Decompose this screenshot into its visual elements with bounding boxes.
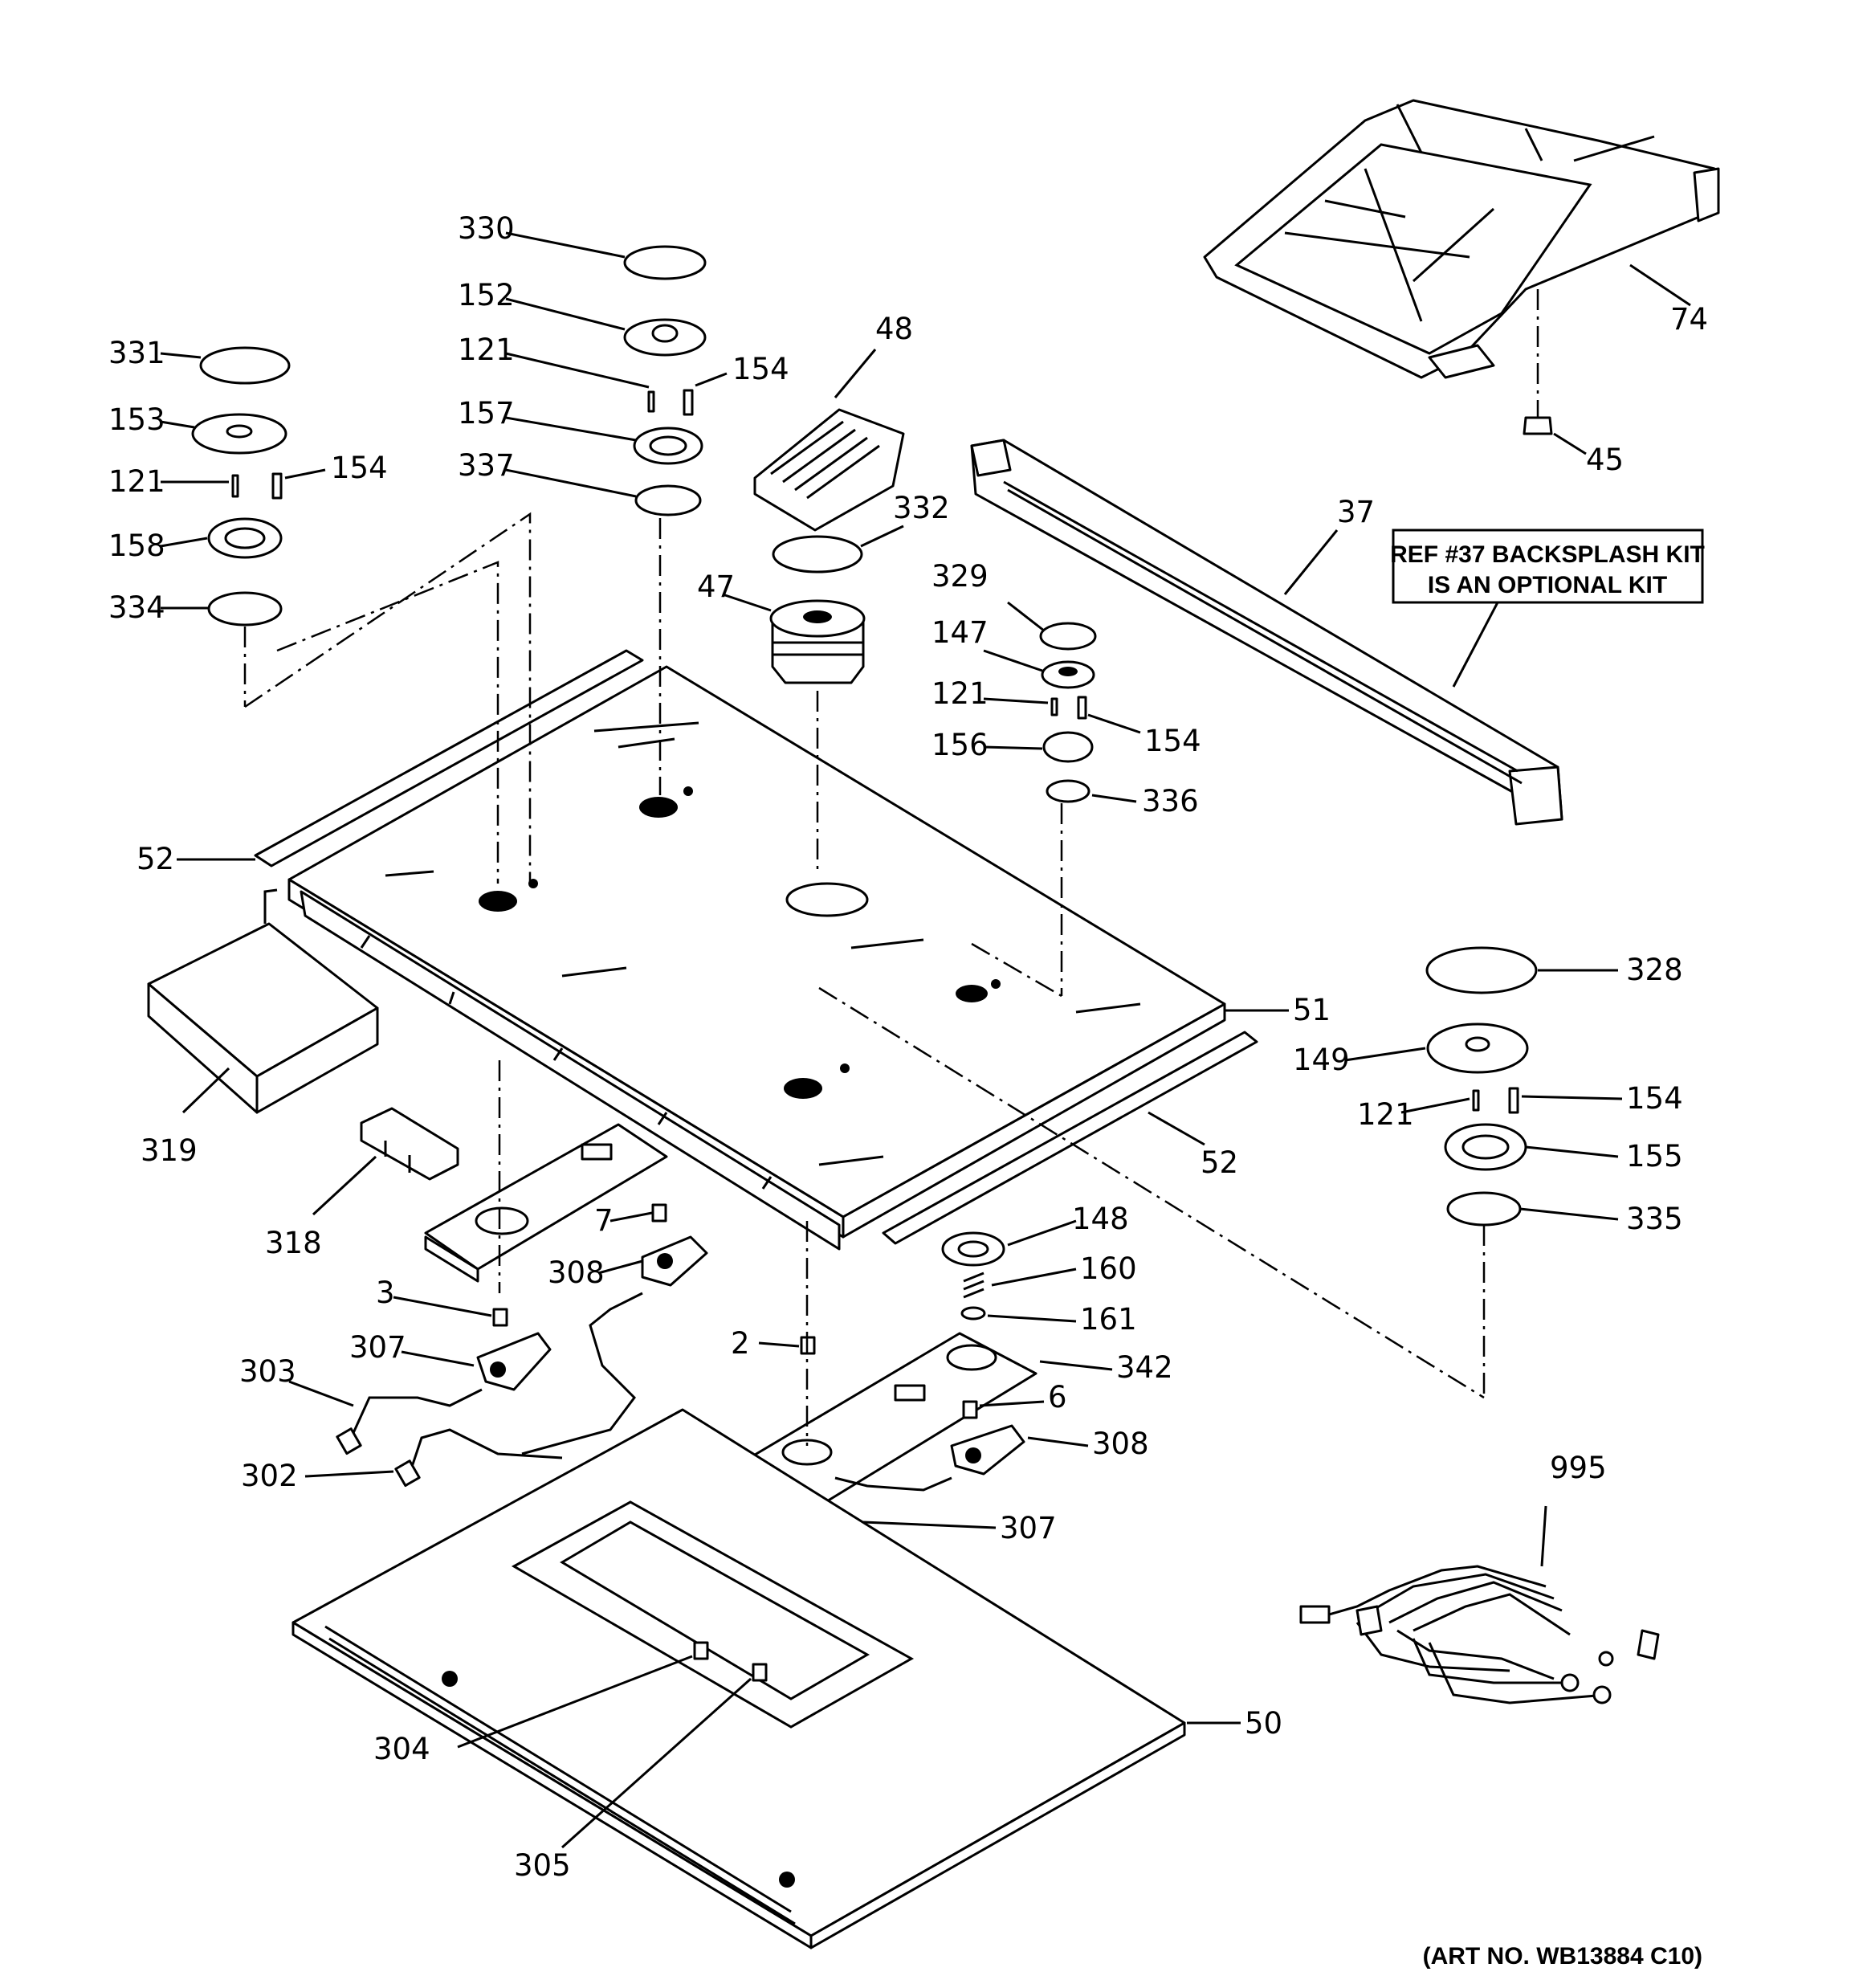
callout-307-left: 307: [349, 1330, 406, 1365]
tube-fitting-304: [693, 1641, 709, 1660]
callout-331: 331: [108, 336, 165, 370]
callout-121-left: 121: [108, 464, 165, 499]
cooktop-top: [287, 665, 1226, 1251]
callout-161: 161: [1080, 1302, 1137, 1337]
spring-160: [963, 1272, 984, 1299]
callout-156: 156: [932, 728, 989, 762]
callout-50: 50: [1245, 1706, 1282, 1741]
tube-fitting-305: [752, 1663, 768, 1682]
callout-154-left: 154: [331, 451, 388, 485]
callout-302: 302: [241, 1459, 298, 1493]
callout-152: 152: [458, 278, 515, 312]
trim-strip-front: [882, 1031, 1258, 1245]
burner-valve-308-right: [834, 1424, 1025, 1492]
center-rear-burner-stack: [623, 245, 707, 795]
callout-308-left: 308: [548, 1255, 605, 1290]
callout-332: 332: [893, 491, 950, 525]
callout-52-left: 52: [137, 842, 174, 876]
callout-328: 328: [1626, 953, 1683, 987]
trim-strip-rear: [254, 649, 644, 867]
callout-154-right: 154: [1144, 724, 1201, 758]
callout-160: 160: [1080, 1251, 1137, 1286]
callout-154-front: 154: [1626, 1081, 1683, 1116]
callout-329: 329: [932, 559, 989, 594]
center-burner-cap-48: [753, 408, 905, 532]
backsplash-panel: [970, 439, 1563, 826]
callout-154-top: 154: [732, 352, 789, 386]
note-line-1: REF #37 BACKSPLASH KIT: [1390, 541, 1705, 568]
callout-51: 51: [1293, 993, 1331, 1027]
burner-ring-332: [772, 535, 863, 574]
left-rear-burner-stack: [191, 346, 291, 707]
callout-47: 47: [697, 569, 735, 604]
callout-307-right: 307: [1000, 1511, 1057, 1545]
callout-149: 149: [1293, 1043, 1350, 1077]
seal-148: [941, 1231, 1005, 1267]
callout-334: 334: [108, 590, 165, 625]
callout-121-front: 121: [1357, 1097, 1414, 1132]
callout-148: 148: [1072, 1202, 1129, 1236]
art-number: (ART NO. WB13884 C10): [1423, 1943, 1702, 1970]
callout-121-right: 121: [932, 676, 989, 711]
callout-147: 147: [932, 615, 989, 650]
callout-37: 37: [1337, 495, 1375, 529]
callout-342: 342: [1116, 1350, 1173, 1385]
callout-304: 304: [373, 1732, 430, 1766]
valve-orifice-3: [492, 1308, 508, 1327]
callout-335: 335: [1626, 1202, 1683, 1236]
valve-orifice-7: [651, 1203, 667, 1223]
callout-74: 74: [1670, 302, 1708, 337]
callout-318: 318: [265, 1226, 322, 1260]
callout-45: 45: [1586, 443, 1624, 477]
callout-3: 3: [376, 1276, 395, 1310]
callout-52-right: 52: [1201, 1145, 1238, 1180]
callout-319: 319: [141, 1133, 198, 1168]
callout-303: 303: [239, 1354, 296, 1389]
front-right-burner-stack: [818, 946, 1538, 1399]
backsplash-note: REF #37 BACKSPLASH KIT IS AN OPTIONAL KI…: [1390, 529, 1705, 604]
callout-121-top: 121: [458, 333, 515, 367]
callout-305: 305: [514, 1848, 571, 1883]
callout-6: 6: [1048, 1380, 1067, 1414]
callout-308-right: 308: [1092, 1427, 1149, 1461]
burner-grate: [1203, 99, 1720, 435]
burner-valve-307-left: [476, 1332, 552, 1391]
left-burner-bracket: [424, 1060, 668, 1293]
igniter-module-318: [360, 1107, 459, 1181]
bottom-pan: [291, 1408, 1186, 1949]
callout-2: 2: [731, 1326, 750, 1361]
callout-153: 153: [108, 402, 165, 437]
callout-48: 48: [875, 312, 913, 346]
right-rear-burner-stack: [971, 622, 1097, 998]
callout-336: 336: [1142, 784, 1199, 818]
burner-valve-308-left: [521, 1235, 708, 1455]
callout-158: 158: [108, 529, 165, 563]
wire-harness: [1299, 1565, 1660, 1704]
callout-7: 7: [594, 1203, 614, 1238]
valve-orifice-6: [962, 1400, 978, 1419]
note-line-2: IS AN OPTIONAL KIT: [1428, 572, 1667, 598]
gas-tube-302: [394, 1428, 563, 1488]
callout-995: 995: [1550, 1451, 1607, 1485]
washer-161: [960, 1306, 986, 1321]
callout-155: 155: [1626, 1139, 1683, 1174]
callout-330: 330: [458, 211, 515, 246]
side-bracket-319: [147, 888, 379, 1114]
callout-337: 337: [458, 448, 515, 483]
gas-tube-303: [336, 1388, 483, 1455]
callout-157: 157: [458, 396, 515, 431]
center-burner-base-47: [769, 599, 866, 876]
